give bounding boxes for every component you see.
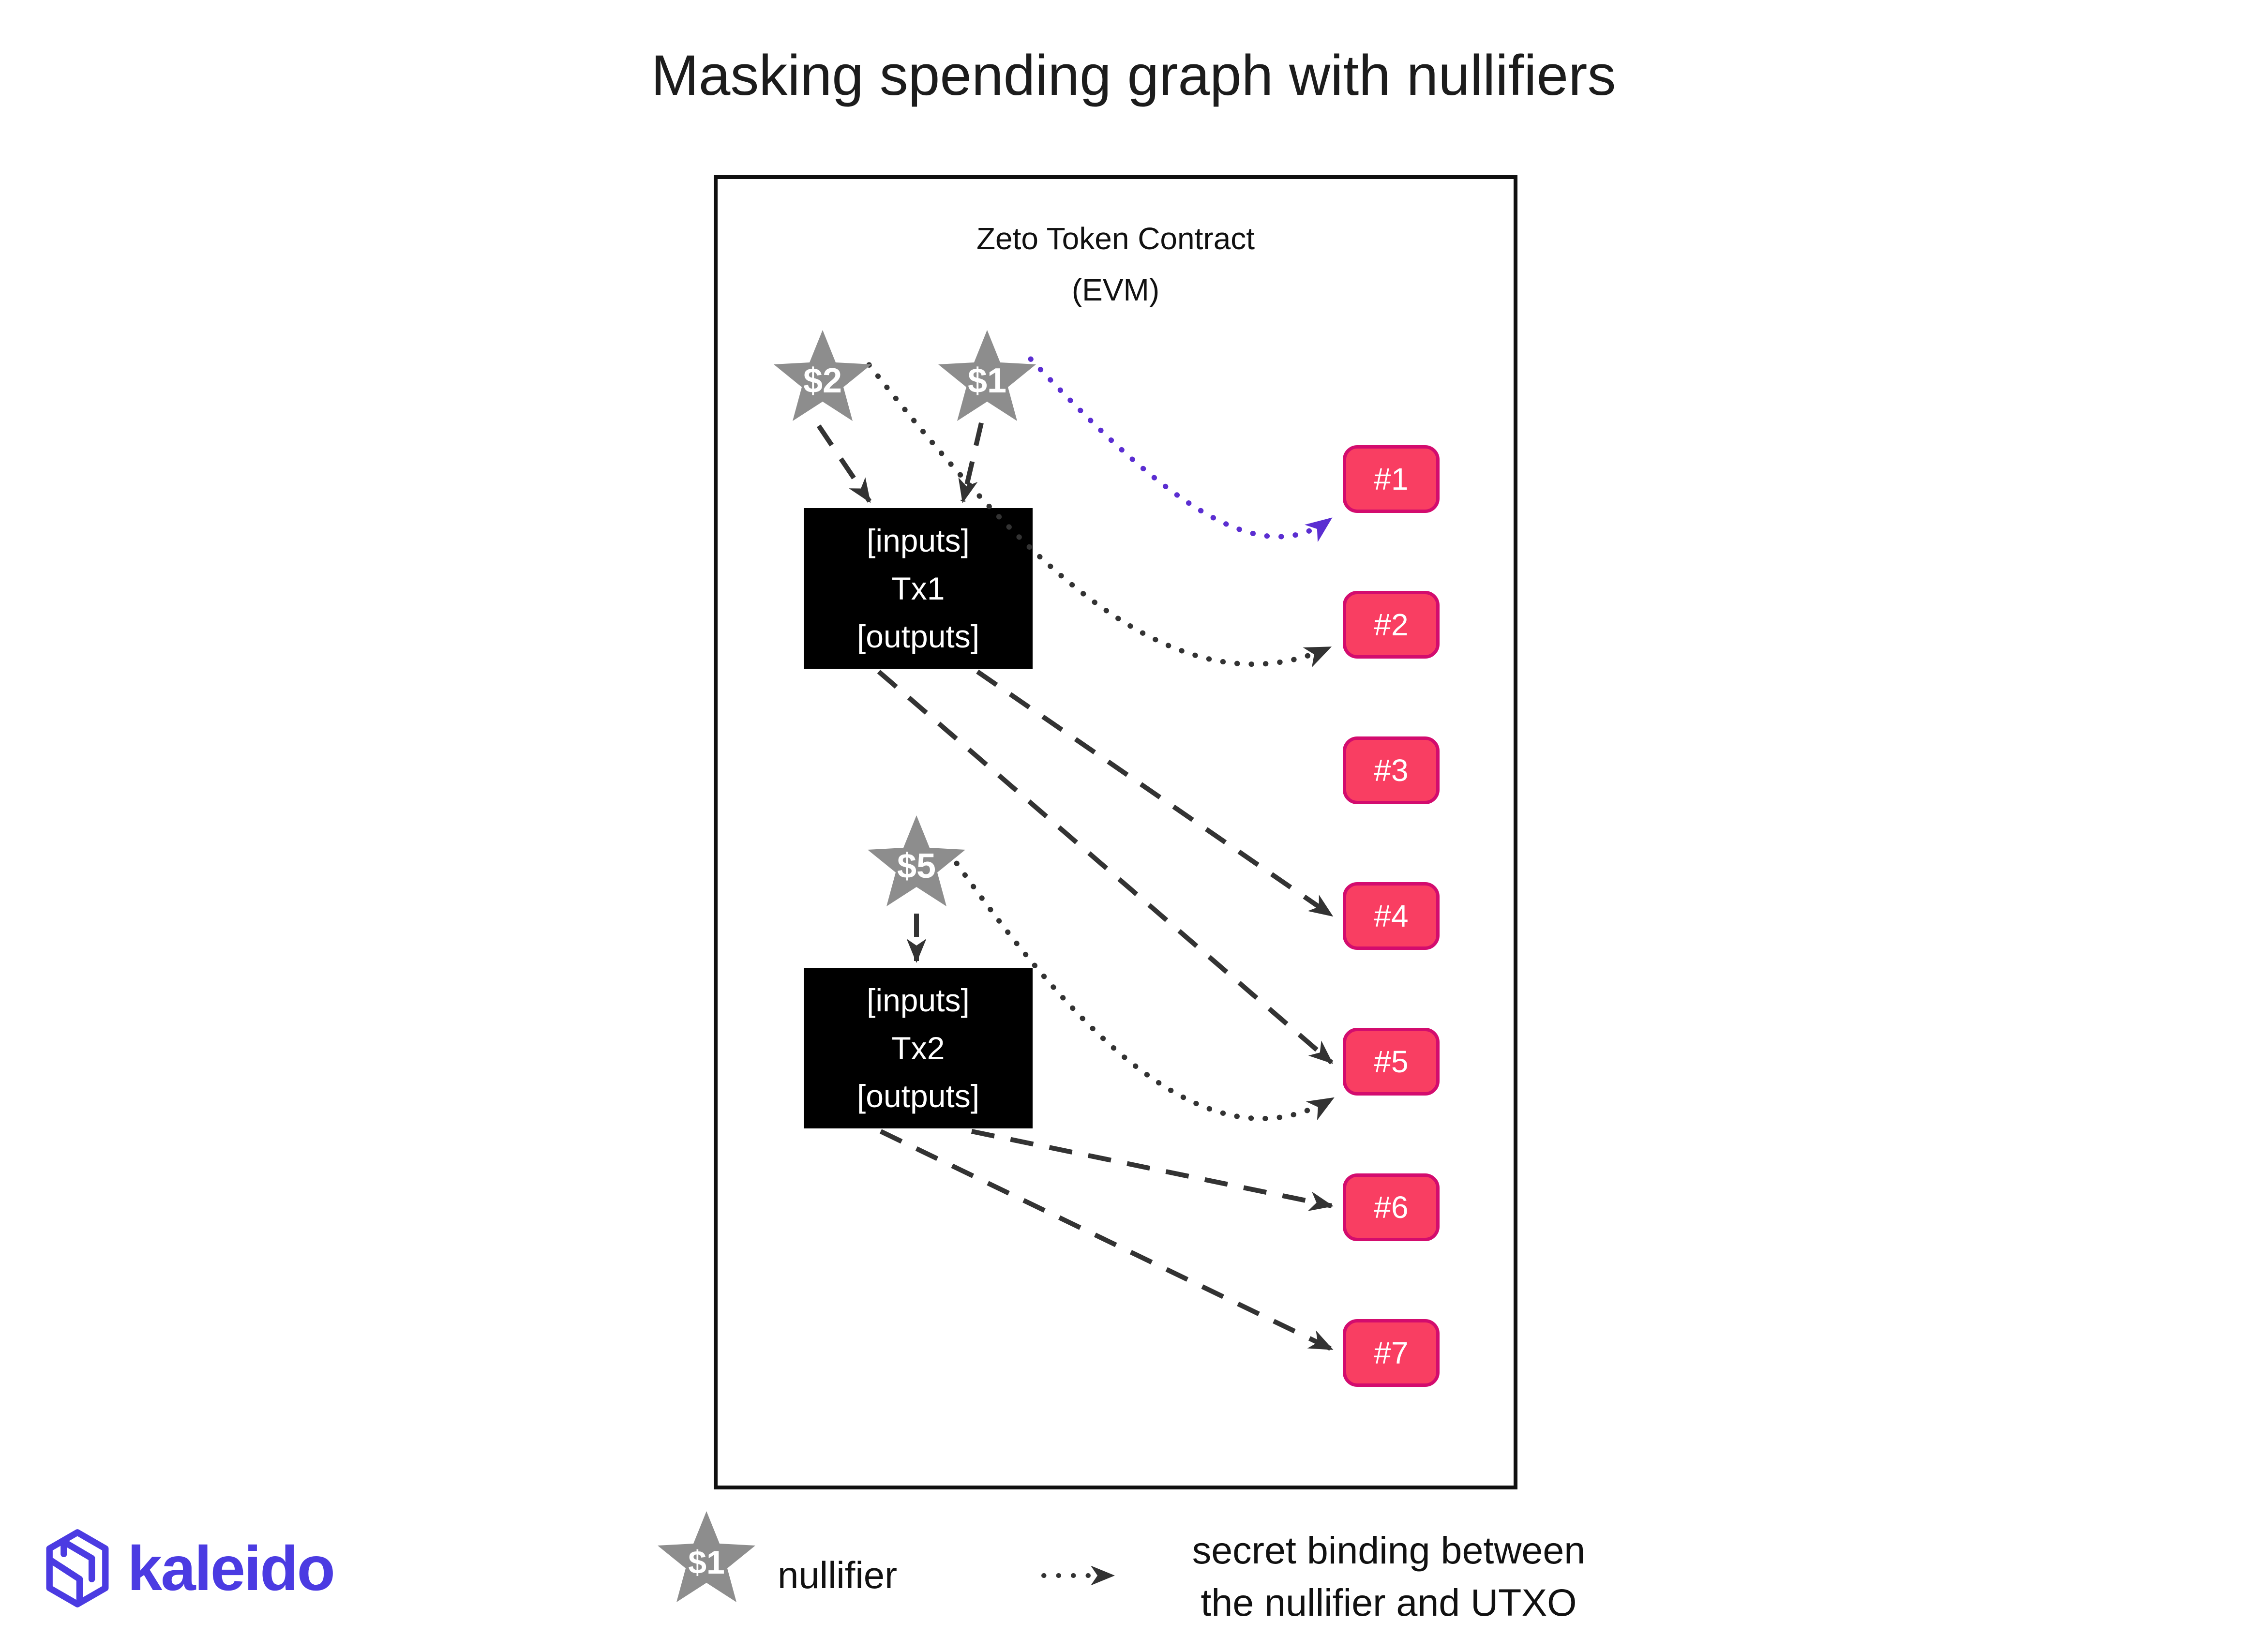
utxo-label: #7	[1374, 1336, 1409, 1370]
page-title: Masking spending graph with nullifiers	[651, 44, 1616, 107]
star-icon	[658, 1511, 755, 1602]
tx1-outputs-label: [outputs]	[856, 618, 980, 654]
tx2-inputs-label: [inputs]	[867, 982, 970, 1018]
utxo-box-6: #6	[1343, 1173, 1440, 1241]
utxo-box-2: #2	[1343, 591, 1440, 659]
tx1-box: [inputs] Tx1 [outputs]	[804, 508, 1033, 669]
kaleido-hexagon-icon	[46, 1529, 109, 1607]
legend-binding-line1: secret binding between	[1192, 1529, 1586, 1572]
utxo-label: #1	[1374, 462, 1409, 496]
utxo-box-4: #4	[1343, 882, 1440, 950]
utxo-label: #4	[1374, 899, 1409, 933]
tx2-box: [inputs] Tx2 [outputs]	[804, 968, 1033, 1128]
kaleido-logo: kaleido	[41, 1528, 335, 1608]
utxo-box-1: #1	[1343, 445, 1440, 513]
utxo-label: #5	[1374, 1044, 1409, 1079]
utxo-label: #6	[1374, 1190, 1409, 1225]
tx2-name: Tx2	[891, 1030, 945, 1066]
kaleido-wordmark: kaleido	[127, 1533, 335, 1604]
contract-heading: Zeto Token Contract (EVM)	[714, 213, 1517, 315]
legend-binding-line2: the nullifier and UTXO	[1201, 1581, 1577, 1624]
tx1-inputs-label: [inputs]	[867, 522, 970, 558]
utxo-label: #3	[1374, 753, 1409, 788]
tx1-name: Tx1	[891, 570, 945, 606]
utxo-box-5: #5	[1343, 1028, 1440, 1096]
utxo-box-7: #7	[1343, 1319, 1440, 1387]
legend-star-label: $1	[688, 1544, 725, 1581]
contract-subtitle: (EVM)	[1071, 272, 1160, 307]
contract-title: Zeto Token Contract	[976, 221, 1255, 256]
zeto-contract-container	[714, 175, 1517, 1489]
legend-nullifier-label: nullifier	[778, 1554, 898, 1596]
tx2-outputs-label: [outputs]	[856, 1078, 980, 1114]
utxo-box-3: #3	[1343, 736, 1440, 804]
legend-binding-text: secret binding between the nullifier and…	[1161, 1524, 1616, 1629]
legend-star: $1	[658, 1511, 755, 1602]
utxo-label: #2	[1374, 607, 1409, 642]
